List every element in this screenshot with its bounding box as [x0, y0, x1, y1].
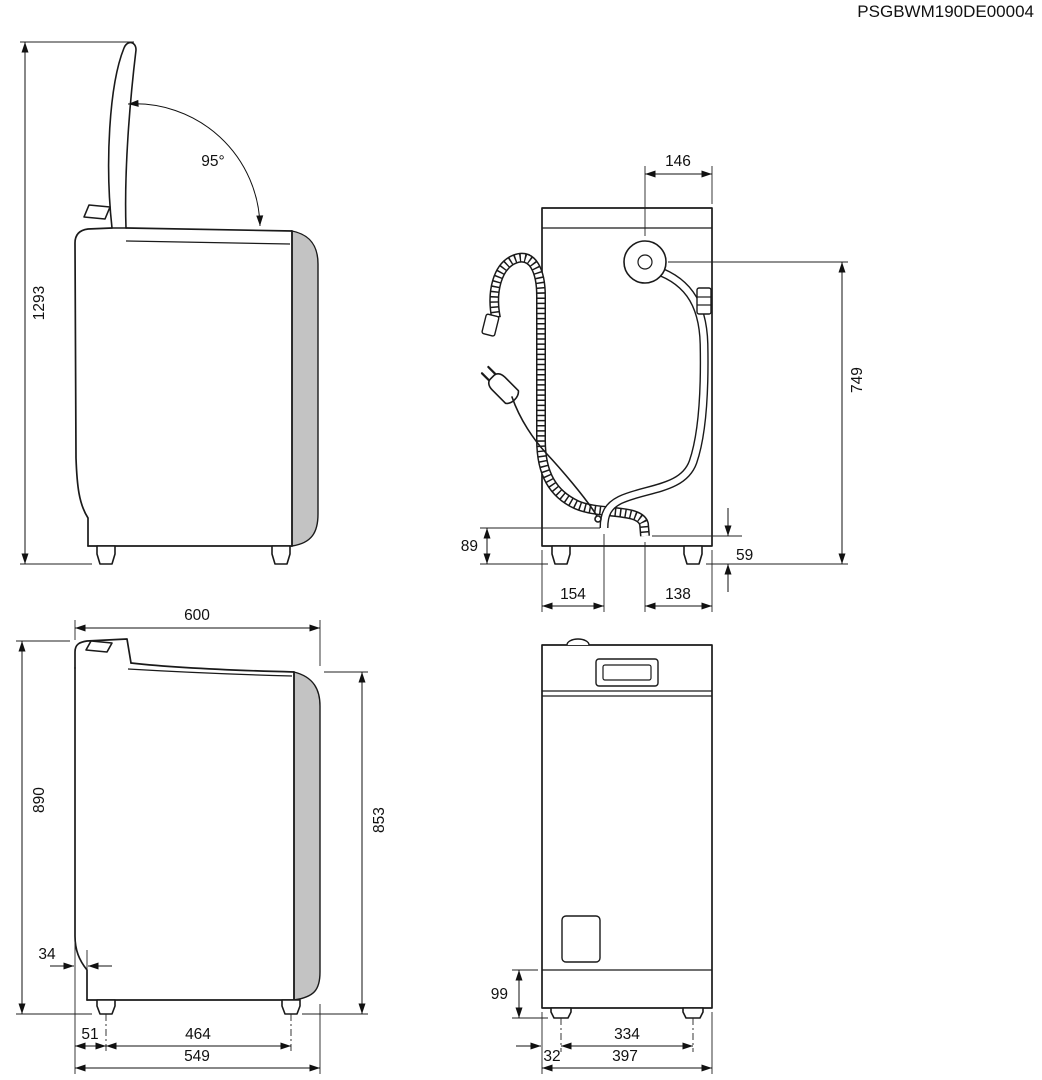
dim-foot-spacing-front: 334: [561, 1026, 693, 1050]
dim-label-99: 99: [491, 986, 508, 1003]
document-code: PSGBWM190DE00004: [857, 2, 1034, 21]
view-side-lid-open: 1293 95°: [20, 41, 319, 565]
dim-width: 397: [542, 1048, 712, 1072]
body-top-edge: [130, 662, 295, 673]
dim-front-foot-offset: 51: [75, 1026, 106, 1050]
dim-depth: 600: [74, 607, 321, 666]
foot: [551, 545, 571, 565]
body-front-edge: [74, 667, 88, 1001]
hose-outlet-center: [637, 254, 653, 270]
view-side-closed: 600 890 853 34: [16, 607, 388, 1074]
top-cover-seam: [125, 240, 291, 245]
plug-body: [487, 372, 520, 405]
foot: [96, 545, 116, 565]
hose-end-fitting: [481, 313, 500, 337]
hose-outlet-ring: [623, 240, 667, 284]
dim-label-334: 334: [614, 1026, 640, 1043]
dim-cord-end-offset: 154: [541, 534, 605, 612]
foot: [682, 1007, 704, 1019]
dim-front-inset: 34: [38, 946, 112, 972]
plug-pin: [487, 365, 497, 376]
dim-drain-end-height: 59: [652, 508, 753, 592]
dim-label-549: 549: [184, 1048, 210, 1065]
view-rear-hoses: 146 749 89 59 154: [461, 153, 866, 612]
lid-handle: [85, 640, 113, 653]
connector-body: [696, 287, 712, 315]
dim-label-138: 138: [665, 586, 691, 603]
plug-pin: [480, 372, 491, 382]
foot: [683, 545, 703, 565]
handle-recess-inner: [602, 664, 652, 681]
dim-foot-edge-offset: 32: [516, 1042, 561, 1065]
angle-arc: [127, 99, 264, 227]
power-plug: [480, 365, 520, 405]
dim-lid-angle: 95°: [127, 99, 264, 227]
dim-rear-height: 853: [302, 671, 388, 1015]
rear-panel-strip: [291, 230, 319, 547]
foot: [271, 545, 291, 565]
dim-label-749: 749: [849, 367, 866, 393]
dim-label-600: 600: [184, 607, 210, 624]
foot: [550, 1007, 572, 1019]
dim-label-853: 853: [371, 807, 388, 833]
dim-cord-end-height: 89: [461, 527, 600, 565]
rear-panel-strip: [293, 671, 321, 1001]
dim-foot-spacing-side: 464: [106, 1026, 291, 1050]
dim-total-height: 890: [16, 640, 92, 1015]
dim-label-890: 890: [31, 787, 48, 813]
foot: [96, 999, 116, 1015]
view-front: 99 32 334 397: [491, 638, 713, 1074]
dim-outlet-offset: 146: [644, 153, 713, 236]
fitting-body: [481, 313, 500, 337]
dim-label-89: 89: [461, 538, 478, 555]
dim-label-95deg: 95°: [201, 153, 224, 170]
top-knob: [566, 638, 590, 646]
hose-connector: [696, 287, 712, 315]
lid-seam: [127, 668, 293, 677]
dim-label-146: 146: [665, 153, 691, 170]
dim-label-51: 51: [81, 1026, 98, 1043]
dim-label-34: 34: [38, 946, 56, 963]
open-lid: [107, 41, 137, 229]
body-front-edge: [74, 227, 113, 547]
body-top-edge: [125, 227, 293, 232]
cord-end: [594, 515, 602, 523]
power-cord: [511, 396, 598, 517]
dim-label-154: 154: [560, 586, 586, 603]
foot: [281, 999, 301, 1015]
console-outline: [74, 638, 132, 669]
dim-total-height-lid-open: 1293: [20, 41, 134, 565]
dim-plinth-height: 99: [491, 969, 548, 1019]
dim-base-depth: 549: [75, 1048, 320, 1072]
dim-drain-end-offset: 138: [644, 542, 713, 612]
lid-latch: [83, 204, 111, 220]
inlet-hose-smooth: [599, 263, 712, 529]
dim-label-397: 397: [612, 1048, 638, 1065]
dim-label-59: 59: [736, 547, 753, 564]
dim-label-32: 32: [543, 1048, 560, 1065]
handle-recess-outer: [595, 658, 659, 687]
dim-label-464: 464: [185, 1026, 211, 1043]
service-hatch: [561, 915, 601, 963]
dim-label-1293: 1293: [31, 286, 48, 320]
